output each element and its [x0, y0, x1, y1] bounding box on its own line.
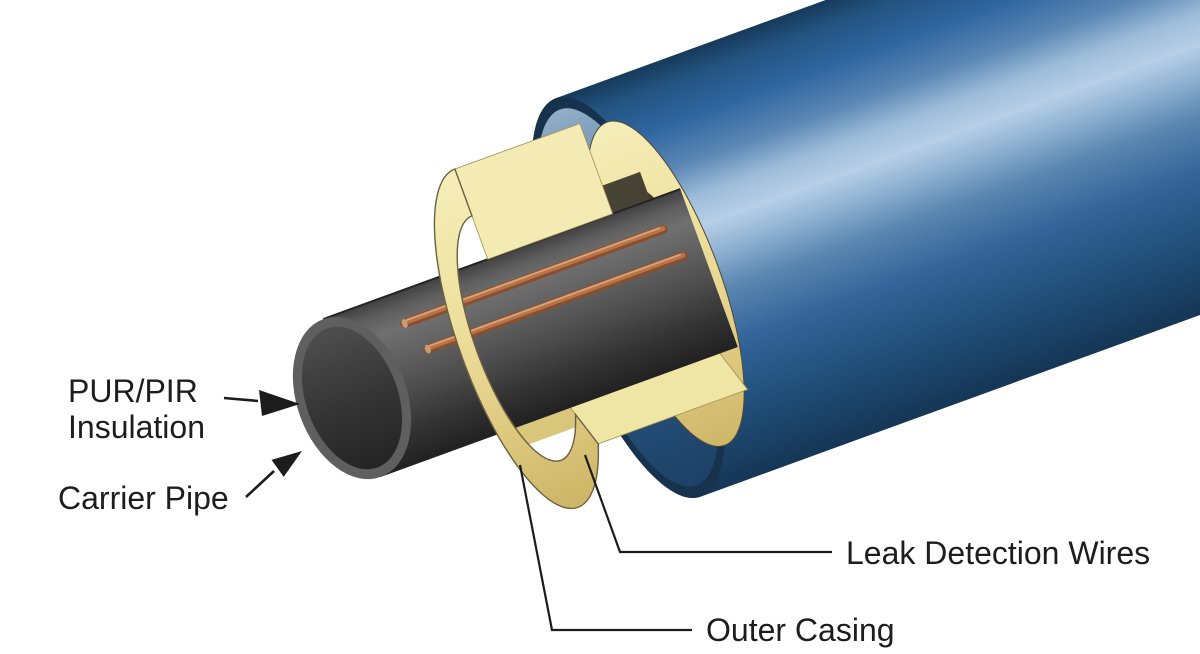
label-leak-wires: Leak Detection Wires — [846, 535, 1150, 571]
carrier-pipe-arrow-head — [271, 451, 302, 477]
label-insulation-line2: Insulation — [68, 409, 205, 445]
outer-casing-leader-line — [518, 464, 692, 632]
outer-casing-body — [531, 0, 1200, 499]
insulation-arrow-head — [259, 390, 300, 416]
carrier-pipe-body — [323, 189, 738, 477]
leak-wire-2-highlight — [428, 253, 681, 347]
leak-wire-1-tip — [401, 319, 408, 328]
leak-wire-2-tip — [424, 344, 431, 354]
label-carrier-pipe: Carrier Pipe — [58, 480, 229, 516]
pipe-assembly — [292, 0, 1200, 510]
insulation-front-face — [433, 168, 600, 510]
carrier-pipe-face — [301, 326, 403, 470]
leak-wires-leader-line — [583, 454, 832, 554]
label-outer-casing: Outer Casing — [706, 612, 895, 648]
label-insulation-line1: PUR/PIR — [68, 373, 198, 409]
carrier-pipe-arrow-shaft — [245, 470, 275, 498]
insulation-arrow-shaft — [223, 396, 259, 403]
